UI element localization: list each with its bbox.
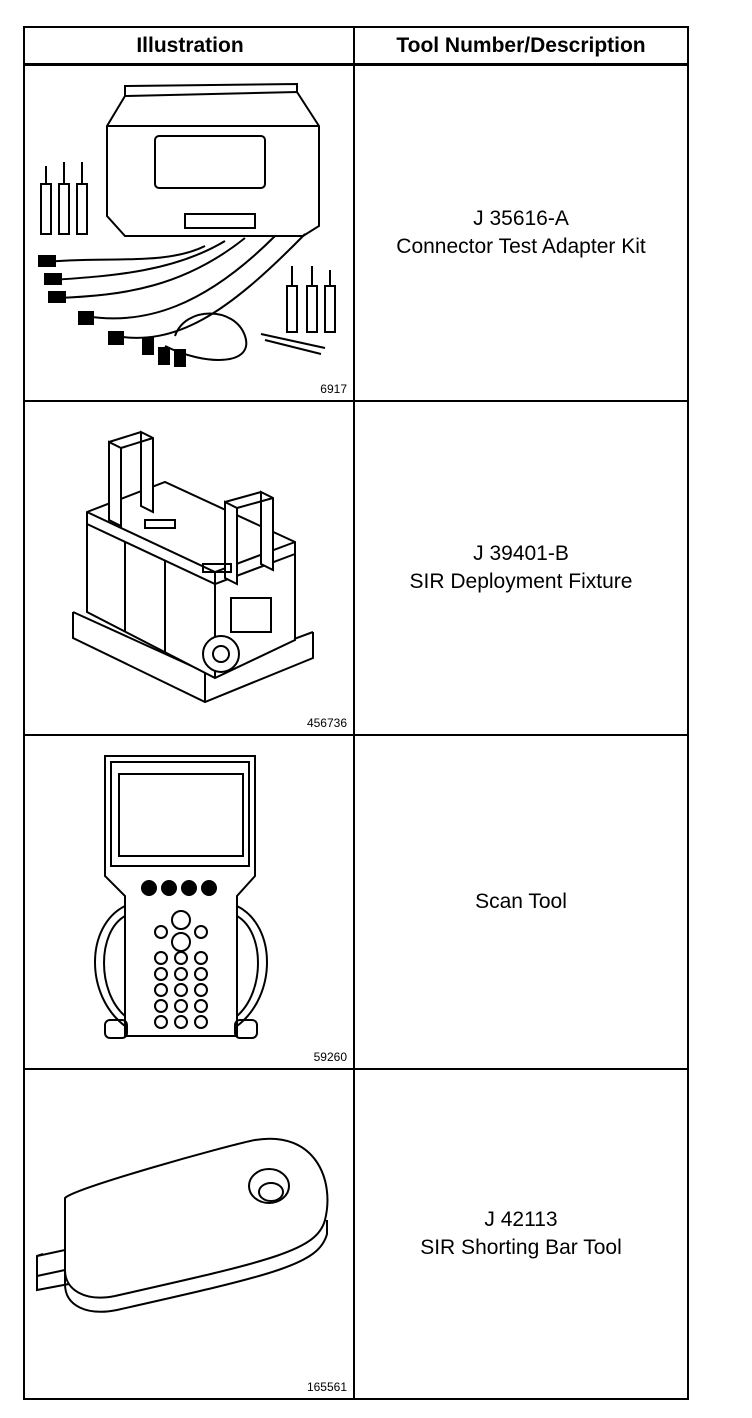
connector-test-adapter-kit-icon	[38, 82, 336, 367]
table-row: 456736 J 39401-B SIR Deployment Fixture	[25, 402, 687, 736]
tool-number: J 42113	[484, 1208, 558, 1231]
illustration-cell: 165561	[25, 1070, 353, 1398]
figure-number: 59260	[313, 1050, 347, 1064]
tool-description-cell: J 35616-A Connector Test Adapter Kit	[355, 66, 687, 400]
figure-number: 456736	[306, 716, 347, 730]
scan-tool-icon	[94, 755, 268, 1039]
table-row: 59260 Scan Tool	[25, 736, 687, 1070]
tool-description-cell: J 39401-B SIR Deployment Fixture	[355, 402, 687, 734]
tool-number: J 39401-B	[473, 542, 569, 565]
tool-description: SIR Deployment Fixture	[409, 570, 633, 593]
tool-table: Illustration Tool Number/Description	[23, 26, 689, 1400]
table-row: 6917 J 35616-A Connector Test Adapter Ki…	[25, 66, 687, 402]
illustration-cell: 59260	[25, 736, 353, 1068]
figure-number: 165561	[306, 1380, 347, 1394]
tool-description-cell: J 42113 SIR Shorting Bar Tool	[355, 1070, 687, 1398]
tool-number: J 35616-A	[473, 207, 569, 230]
header-tool-number-description: Tool Number/Description	[396, 33, 646, 57]
figure-number: 6917	[320, 382, 347, 396]
tool-description: Scan Tool	[475, 890, 567, 913]
table-header: Illustration Tool Number/Description	[25, 28, 687, 66]
tool-description: Connector Test Adapter Kit	[396, 235, 646, 258]
illustration-cell: 6917	[25, 66, 353, 400]
table-row: 165561 J 42113 SIR Shorting Bar Tool	[25, 1070, 687, 1398]
illustration-cell: 456736	[25, 402, 353, 734]
tool-description: SIR Shorting Bar Tool	[420, 1236, 622, 1259]
tool-description-cell: Scan Tool	[355, 736, 687, 1068]
column-divider	[353, 28, 355, 1398]
sir-deployment-fixture-icon	[72, 430, 314, 704]
sir-shorting-bar-tool-icon	[36, 1137, 329, 1313]
header-illustration: Illustration	[136, 34, 244, 57]
